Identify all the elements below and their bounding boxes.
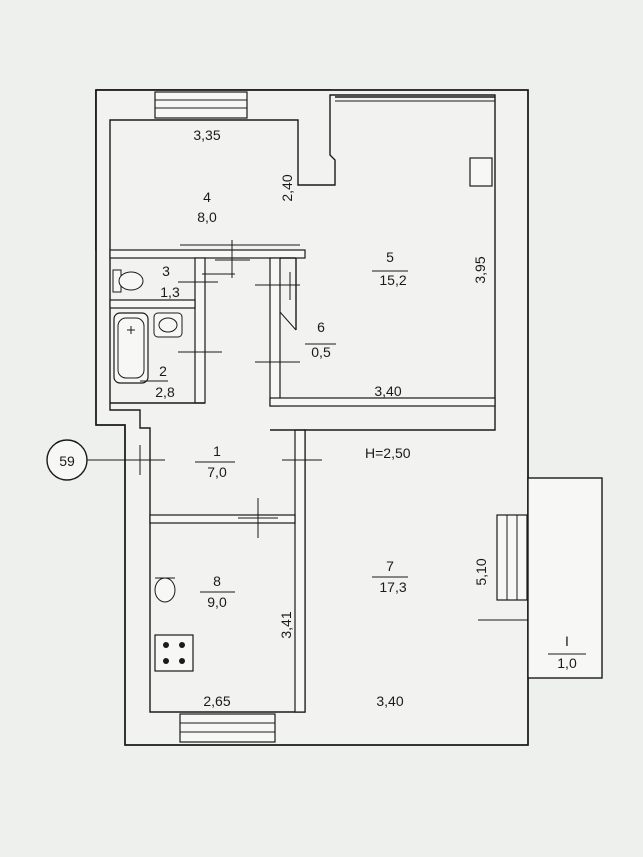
room-1-area: 7,0: [207, 464, 227, 480]
dim-r4-depth: 2,40: [279, 174, 295, 201]
room-2-number: 2: [159, 363, 167, 379]
dim-r8-depth: 3,41: [278, 611, 294, 638]
room-1-number: 1: [213, 443, 221, 459]
room-4-number: 4: [203, 189, 211, 205]
room-3-number: 3: [162, 263, 170, 279]
window-top-right: [335, 96, 495, 102]
sink-icon: [153, 312, 183, 338]
balcony-number: I: [565, 633, 569, 649]
stove-icon: [154, 634, 194, 672]
kitchen-sink-icon: [154, 577, 176, 603]
room-7-number: 7: [386, 558, 394, 574]
dim-r5-width: 3,40: [374, 383, 401, 399]
window-top-left: [154, 91, 248, 119]
balcony: [527, 477, 603, 679]
room-5-number: 5: [386, 249, 394, 265]
room-6-number: 6: [317, 319, 325, 335]
bathtub-icon: [113, 312, 149, 384]
room-7-area: 17,3: [379, 579, 406, 595]
dim-r5-depth: 3,95: [472, 256, 488, 283]
room-3-area: 1,3: [160, 284, 180, 300]
building-number-marker: [46, 439, 98, 481]
ceiling-height: H=2,50: [365, 445, 411, 461]
room-5-area: 15,2: [379, 272, 406, 288]
door-markers: [98, 240, 322, 538]
dim-r4-width: 3,35: [193, 127, 220, 143]
room-6-area: 0,5: [311, 344, 331, 360]
room-4-area: 8,0: [197, 209, 217, 225]
dim-r7-depth: 5,10: [473, 558, 489, 585]
room-8-number: 8: [213, 573, 221, 589]
dimension-lines: [140, 244, 586, 655]
dim-r8-width: 2,65: [203, 693, 230, 709]
room-8-area: 9,0: [207, 594, 227, 610]
window-right: [496, 514, 528, 601]
labels: 59 H=2,50 3,35 2,40 3,95 3,40 5,10 3,40 …: [59, 127, 577, 709]
column: [469, 157, 493, 187]
room-2-area: 2,8: [155, 384, 175, 400]
dim-r7-width: 3,40: [376, 693, 403, 709]
toilet-icon: [112, 269, 144, 293]
building-number: 59: [59, 453, 75, 469]
interior-walls: [109, 249, 496, 713]
window-bottom: [179, 713, 276, 743]
balcony-area: 1,0: [557, 655, 577, 671]
